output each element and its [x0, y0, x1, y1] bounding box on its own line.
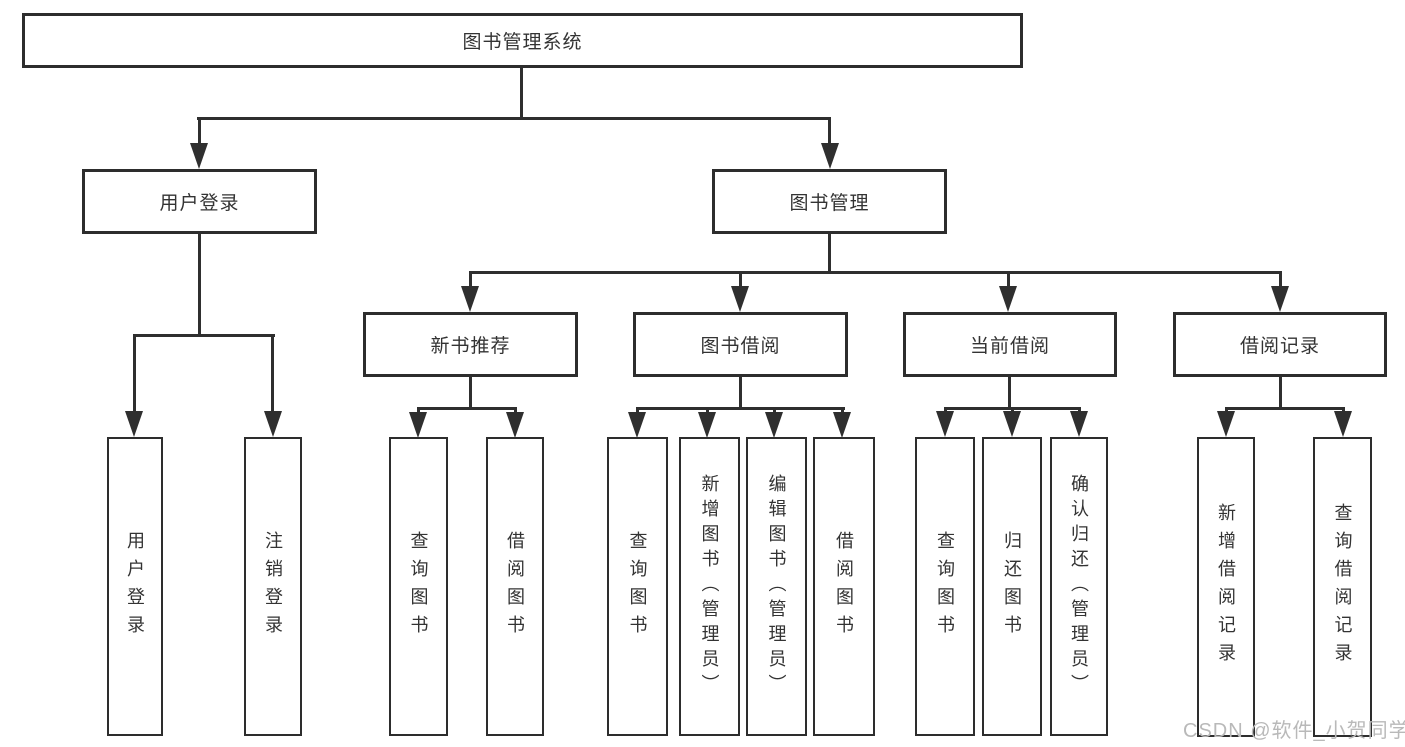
- node-leaf-confirm-return-admin: 确认归还（管理员）: [1050, 437, 1108, 736]
- node-new-book-recommend: 新书推荐: [363, 312, 578, 377]
- connector-stem: [1008, 377, 1011, 408]
- node-leaf-add-book-admin: 新增图书（管理员）: [679, 437, 740, 736]
- arrow-down-icon: [1003, 411, 1021, 437]
- connector-stem: [469, 377, 472, 408]
- connector-stem: [198, 118, 201, 145]
- node-leaf-query-books-current-label: 查询图书: [935, 530, 955, 643]
- connector-stem: [739, 272, 742, 288]
- connector-stem: [828, 234, 831, 272]
- connector-stem: [739, 377, 742, 408]
- node-root-library-management-system: 图书管理系统: [22, 13, 1023, 68]
- arrow-down-icon: [461, 286, 479, 312]
- node-leaf-query-books-recommend-label: 查询图书: [408, 530, 429, 643]
- arrow-down-icon: [821, 143, 839, 169]
- connector-branch: [417, 407, 517, 410]
- connector-stem: [417, 407, 420, 415]
- node-leaf-edit-book-admin-label: 编辑图书（管理员）: [766, 474, 787, 699]
- arrow-down-icon: [264, 411, 282, 437]
- node-user-login-label: 用户登录: [159, 193, 240, 214]
- connector-branch: [469, 271, 1282, 274]
- node-leaf-query-books-recommend: 查询图书: [389, 437, 448, 736]
- node-leaf-logout: 注销登录: [244, 437, 302, 736]
- arrow-down-icon: [190, 143, 208, 169]
- connector-stem: [636, 407, 639, 415]
- connector-stem: [706, 407, 709, 415]
- node-borrowing-records: 借阅记录: [1173, 312, 1387, 377]
- connector-stem: [133, 335, 136, 415]
- arrow-down-icon: [1217, 411, 1235, 437]
- node-leaf-query-books-borrowing-label: 查询图书: [627, 530, 648, 643]
- arrow-down-icon: [125, 411, 143, 437]
- node-user-login: 用户登录: [82, 169, 317, 234]
- connector-branch: [197, 117, 831, 120]
- node-leaf-query-books-current: 查询图书: [915, 437, 975, 736]
- node-leaf-return-book-label: 归还图书: [1002, 530, 1022, 643]
- connector-branch: [133, 334, 275, 337]
- arrow-down-icon: [698, 412, 716, 438]
- connector-stem: [1279, 272, 1282, 288]
- arrow-down-icon: [731, 286, 749, 312]
- arrow-down-icon: [409, 412, 427, 438]
- connector-stem: [469, 272, 472, 288]
- arrow-down-icon: [506, 412, 524, 438]
- arrow-down-icon: [999, 286, 1017, 312]
- node-borrowing-records-label: 借阅记录: [1239, 336, 1320, 357]
- connector-stem: [841, 407, 844, 415]
- node-book-management-label: 图书管理: [789, 193, 870, 214]
- node-book-borrowing: 图书借阅: [633, 312, 848, 377]
- connector-stem: [1007, 272, 1010, 288]
- node-leaf-borrow-books: 借阅图书: [813, 437, 875, 736]
- node-leaf-query-borrow-record: 查询借阅记录: [1313, 437, 1372, 737]
- node-leaf-add-book-admin-label: 新增图书（管理员）: [699, 474, 720, 699]
- node-leaf-borrow-books-recommend-label: 借阅图书: [505, 530, 525, 643]
- arrow-down-icon: [628, 412, 646, 438]
- node-leaf-user-login: 用户登录: [107, 437, 163, 736]
- connector-stem: [520, 68, 523, 118]
- node-current-borrowing-label: 当前借阅: [969, 336, 1050, 357]
- arrow-down-icon: [1334, 411, 1352, 437]
- node-leaf-borrow-books-label: 借阅图书: [834, 530, 854, 643]
- node-leaf-confirm-return-admin-label: 确认归还（管理员）: [1069, 474, 1089, 699]
- arrow-down-icon: [765, 412, 783, 438]
- connector-stem: [773, 407, 776, 415]
- node-leaf-return-book: 归还图书: [982, 437, 1042, 736]
- arrow-down-icon: [1271, 286, 1289, 312]
- node-new-book-recommend-label: 新书推荐: [430, 336, 511, 357]
- node-leaf-user-login-label: 用户登录: [125, 530, 145, 643]
- csdn-watermark: CSDN @软件_小贺同学: [1183, 720, 1405, 742]
- connector-stem: [271, 335, 274, 415]
- node-root-label: 图书管理系统: [462, 32, 583, 53]
- arrow-down-icon: [936, 411, 954, 437]
- node-leaf-logout-label: 注销登录: [263, 530, 283, 643]
- node-leaf-borrow-books-recommend: 借阅图书: [486, 437, 544, 736]
- connector-stem: [198, 234, 201, 335]
- arrow-down-icon: [1070, 411, 1088, 437]
- connector-branch: [636, 407, 845, 410]
- node-leaf-add-borrow-record: 新增借阅记录: [1197, 437, 1255, 737]
- node-current-borrowing: 当前借阅: [903, 312, 1117, 377]
- arrow-down-icon: [833, 412, 851, 438]
- node-leaf-query-borrow-record-label: 查询借阅记录: [1332, 503, 1353, 671]
- node-leaf-query-books-borrowing: 查询图书: [607, 437, 668, 736]
- connector-stem: [1279, 377, 1282, 408]
- connector-branch: [1225, 407, 1345, 410]
- node-book-borrowing-label: 图书借阅: [700, 336, 781, 357]
- node-leaf-add-borrow-record-label: 新增借阅记录: [1216, 503, 1236, 671]
- connector-stem: [828, 118, 831, 145]
- node-leaf-edit-book-admin: 编辑图书（管理员）: [746, 437, 807, 736]
- node-book-management: 图书管理: [712, 169, 947, 234]
- connector-stem: [514, 407, 517, 415]
